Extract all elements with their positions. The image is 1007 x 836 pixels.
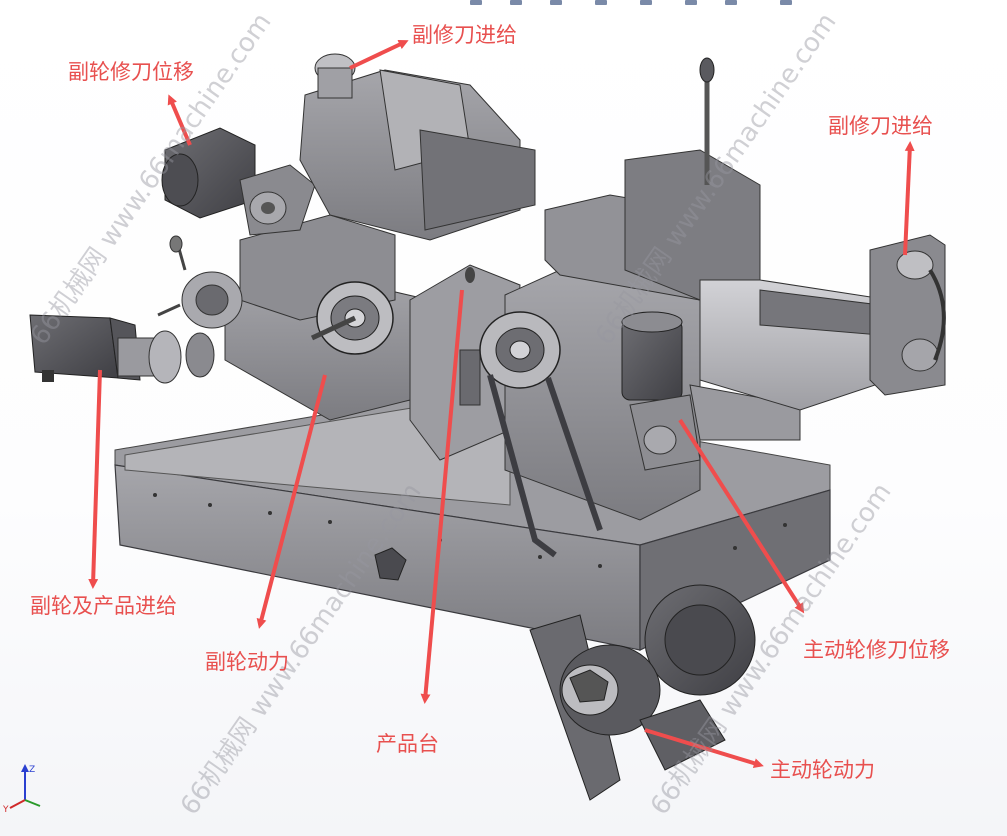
product-table-assembly bbox=[409, 264, 521, 461]
toolbar-tool-icon[interactable] bbox=[725, 0, 737, 5]
label-aux-dresser-feed-right: 副修刀进给 bbox=[828, 114, 933, 138]
toolbar-tool-icon[interactable] bbox=[510, 0, 522, 5]
arrow-aux-dresser-feed-top bbox=[349, 40, 409, 70]
label-aux-wheel-product-feed: 副轮及产品进给 bbox=[30, 594, 177, 618]
toolbar-tool-icon[interactable] bbox=[550, 0, 562, 5]
toolbar-tool-icon[interactable] bbox=[780, 0, 792, 5]
left-feed-servo-motor bbox=[29, 314, 215, 384]
axis-y-label: Y bbox=[2, 805, 9, 815]
main-drive-motor bbox=[529, 584, 756, 801]
cad-toolbar-remnant bbox=[470, 0, 800, 6]
axis-z-label: Z bbox=[29, 765, 35, 775]
right-dresser-slide bbox=[699, 234, 946, 411]
arrow-product-table bbox=[420, 289, 464, 704]
arrow-aux-wheel-power bbox=[256, 374, 327, 629]
toolbar-tool-icon[interactable] bbox=[685, 0, 697, 5]
arrow-aux-wheel-product-feed bbox=[88, 369, 102, 589]
aux-dresser-slide bbox=[299, 53, 536, 241]
label-main-wheel-dresser-shift: 主动轮修刀位移 bbox=[803, 638, 950, 662]
label-main-wheel-power: 主动轮动力 bbox=[770, 758, 875, 782]
label-aux-wheel-dresser-shift: 副轮修刀位移 bbox=[68, 60, 194, 84]
label-product-table: 产品台 bbox=[376, 732, 439, 756]
label-aux-dresser-feed-top: 副修刀进给 bbox=[412, 23, 517, 47]
toolbar-tool-icon[interactable] bbox=[640, 0, 652, 5]
main-dresser-motor bbox=[621, 311, 801, 471]
aux-dresser-motor bbox=[161, 127, 316, 236]
toolbar-tool-icon[interactable] bbox=[595, 0, 607, 5]
label-aux-wheel-power: 副轮动力 bbox=[205, 650, 289, 674]
arrow-main-wheel-power bbox=[644, 728, 764, 769]
aux-wheel-head bbox=[157, 214, 431, 421]
annotation-arrows bbox=[88, 40, 915, 769]
arrow-aux-wheel-dresser-shift bbox=[167, 94, 192, 146]
toolbar-tool-icon[interactable] bbox=[470, 0, 482, 5]
arrow-aux-dresser-feed-right bbox=[903, 141, 915, 256]
coordinate-axis-triad-icon: Z Y bbox=[2, 764, 41, 815]
arrow-main-wheel-dresser-shift bbox=[678, 418, 805, 614]
